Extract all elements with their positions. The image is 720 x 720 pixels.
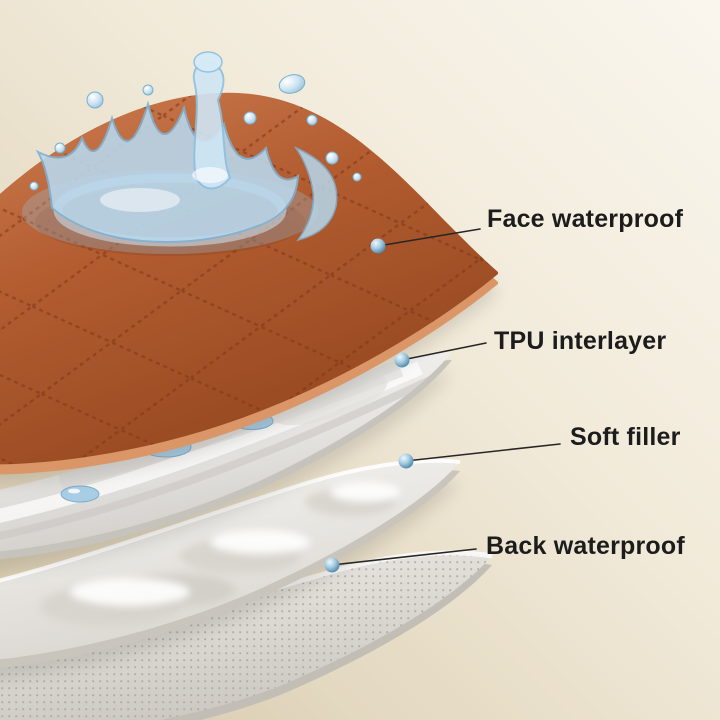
callout-dot bbox=[394, 352, 410, 368]
callouts bbox=[324, 228, 561, 573]
callout-face-waterproof bbox=[370, 228, 481, 254]
flying-droplets bbox=[29, 74, 362, 191]
callout-tpu-interlayer bbox=[394, 342, 487, 368]
callout-back-waterproof bbox=[324, 548, 477, 573]
callout-dot bbox=[324, 557, 340, 573]
water-splash-icon bbox=[22, 51, 362, 256]
label-back-waterproof: Back waterproof bbox=[486, 532, 685, 560]
splash-jet bbox=[192, 61, 232, 190]
soft-filler-texture bbox=[40, 482, 400, 626]
label-tpu-interlayer: TPU interlayer bbox=[494, 327, 667, 355]
callout-soft-filler bbox=[398, 443, 561, 469]
label-face-waterproof: Face waterproof bbox=[487, 205, 684, 233]
splash-arc bbox=[293, 146, 338, 242]
label-soft-filler: Soft filler bbox=[570, 423, 681, 451]
callout-dot bbox=[398, 453, 414, 469]
callout-dot bbox=[370, 238, 386, 254]
